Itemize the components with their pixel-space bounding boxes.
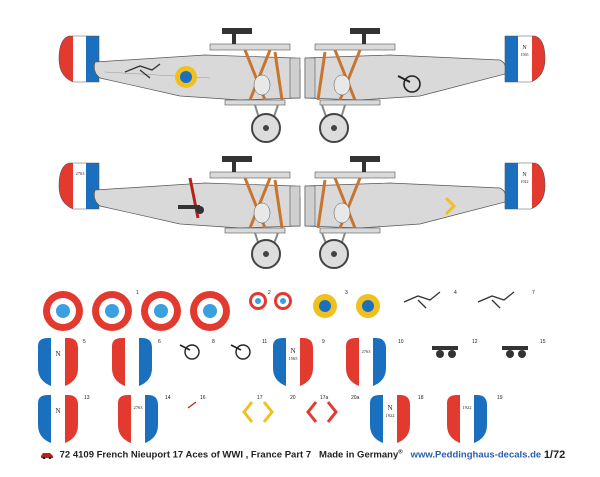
roundel-decal: [92, 291, 132, 331]
decal-number: 20a: [351, 395, 360, 401]
scale-label: 1/72: [543, 449, 566, 461]
sun-emblem-decal: [356, 294, 380, 318]
decal-number: 15: [540, 339, 546, 345]
decal-number: 19: [497, 395, 503, 401]
cannon-emblem: [178, 205, 204, 214]
rudder-serial-number: 1565: [521, 52, 529, 57]
decal-number: 3: [345, 290, 348, 296]
tail-serial-number: 1922: [386, 413, 395, 418]
decal-number: 14: [165, 395, 171, 401]
decal-number: 17: [257, 395, 263, 401]
decal-number: 13: [84, 395, 90, 401]
tail-serial: 2763: [134, 405, 144, 410]
rudder-serial-number: 1922: [521, 179, 529, 184]
rudder-tricolour: 2763: [58, 162, 100, 210]
decal-number: 1: [136, 290, 139, 296]
decal-number: 17a: [320, 395, 329, 401]
tail-serial-number: 1565: [289, 356, 299, 361]
decal-number: 11: [262, 339, 267, 345]
catalog-title: 72 4109 French Nieuport 17 Aces of WWI ,…: [59, 449, 312, 461]
decal-number: 20: [290, 395, 296, 401]
aircraft-profile-1-left: [58, 28, 301, 143]
horn-emblem-decal: 8: [179, 339, 215, 360]
tail-decal-5: N: [38, 338, 78, 388]
rudder-tricolour: [58, 35, 100, 83]
tail-serial: 1922: [463, 405, 472, 410]
tail-decal-13: N: [38, 395, 78, 445]
car-icon: [41, 453, 53, 459]
decal-number: 2: [268, 290, 271, 296]
decal-number: 9: [322, 339, 325, 345]
decal-number: 12: [472, 339, 478, 345]
rudder-tricolour: N 1565: [504, 35, 546, 83]
tail-serial: N: [387, 404, 392, 412]
chevron-red-decal: [326, 401, 338, 423]
cannon-emblem-decal: 15: [502, 339, 546, 358]
roundel-decal: [141, 291, 181, 331]
sun-emblem: [175, 66, 197, 88]
sun-emblem-decal: [313, 294, 337, 318]
made-in: Made in Germany: [319, 449, 399, 461]
chevron-yellow-decal: [262, 401, 274, 423]
tail-serial: N: [290, 347, 295, 355]
decal-number: 16: [200, 395, 206, 401]
roundel-decal: [190, 291, 230, 331]
tail-serial: N: [55, 350, 60, 358]
decal-number: 6: [158, 339, 161, 345]
horn-emblem: [397, 75, 421, 93]
registered-mark: ®: [398, 449, 403, 456]
roundel-decal: [43, 291, 83, 331]
rudder-serial: N: [522, 172, 527, 178]
stork-emblem-decal: [477, 291, 515, 309]
rudder-serial: N: [522, 45, 527, 51]
tail-serial: 2763: [362, 349, 372, 354]
roundel-small-decal: [274, 292, 292, 310]
chevron-yellow-decal: [242, 401, 254, 423]
tail-decal-6: [112, 338, 152, 388]
aircraft-profile-1-right: N 1565: [304, 28, 546, 143]
rudder-tricolour: N 1922: [504, 162, 546, 210]
decal-stork-emblems: 4 7: [403, 290, 535, 309]
small-stripe-decal: [187, 401, 197, 409]
rudder-serial: 2763: [76, 171, 86, 176]
decal-roundels-2: 2: [249, 290, 292, 310]
decal-number: 18: [418, 395, 424, 401]
tail-serial: N: [55, 407, 60, 415]
decal-number: 8: [212, 339, 215, 345]
website-link[interactable]: www.Peddinghaus-decals.de: [410, 449, 542, 461]
tail-decal-18: N 1922: [370, 395, 410, 445]
decal-number: 5: [83, 339, 86, 345]
stork-emblem-decal: [403, 291, 441, 309]
decal-number: 10: [398, 339, 404, 345]
decal-number: 4: [454, 290, 457, 296]
tail-decal-19: 1922: [447, 395, 487, 445]
horn-emblem-decal: 11: [230, 339, 267, 360]
footer: 72 4109 French Nieuport 17 Aces of WWI ,…: [40, 449, 588, 465]
decal-sun-emblems: 3: [313, 290, 380, 318]
aircraft-profile-2-left: 2763: [58, 156, 301, 269]
tail-decal-9: N 1565: [273, 338, 313, 388]
roundel-small-decal: [249, 292, 267, 310]
aircraft-profile-2-right: N 1922: [304, 156, 546, 269]
chevron-red-decal: [306, 401, 318, 423]
cannon-emblem-decal: 12: [432, 339, 478, 358]
tail-decal-14: 2763: [118, 395, 158, 445]
decal-number: 7: [532, 290, 535, 296]
tail-decal-10: 2763: [346, 338, 386, 388]
decal-roundels-1: 1: [43, 290, 230, 331]
